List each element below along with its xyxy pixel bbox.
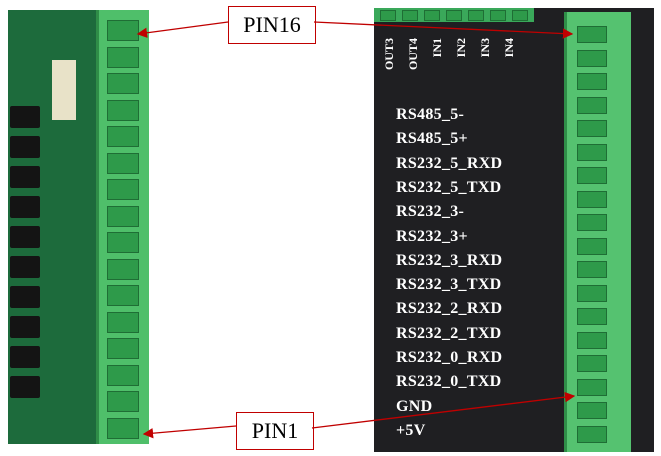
terminal-pin: [107, 391, 139, 412]
signal-label: RS232_3_TXD: [396, 276, 502, 294]
terminal-pin: [577, 73, 607, 90]
signal-label: RS485_5+: [396, 130, 468, 148]
terminal-pin: [577, 284, 607, 302]
terminal-pin: [107, 285, 139, 306]
terminal-block-left: [96, 10, 149, 444]
header-pin: [380, 10, 396, 21]
pcb-photo: [8, 10, 149, 444]
io-label: IN2: [454, 38, 468, 58]
signal-label: RS232_5_TXD: [396, 178, 502, 196]
terminal-pin: [107, 46, 139, 68]
terminal-pin: [577, 378, 607, 396]
terminal-block-right: [564, 12, 631, 452]
signal-label: RS232_2_RXD: [396, 300, 503, 318]
terminal-pin: [107, 126, 139, 147]
pin16-arrow-left: [136, 21, 229, 38]
enclosure-photo: OUT3 OUT4 IN1 IN2 IN3 IN4 RS485_5- RS485_5+ RS2…: [374, 8, 654, 452]
terminal-pin: [577, 425, 607, 443]
terminal-pin: [107, 258, 139, 280]
signal-label: RS232_0_TXD: [396, 373, 502, 391]
signal-label: +5V: [396, 421, 426, 439]
terminal-pin: [107, 338, 139, 359]
pcb-chip: [10, 136, 40, 158]
header-pin: [490, 10, 506, 21]
signal-label: RS232_0_RXD: [396, 349, 503, 366]
terminal-pin: [107, 73, 139, 94]
signal-label: RS485_5-: [396, 106, 465, 123]
pcb-chip: [10, 166, 40, 188]
terminal-pin: [107, 152, 139, 174]
signal-label: RS232_3+: [396, 227, 468, 245]
header-pin: [424, 10, 440, 21]
pin16-callout: PIN16: [228, 6, 316, 44]
terminal-pin: [577, 261, 607, 278]
pcb-chip: [10, 316, 40, 338]
header-pin: [402, 10, 418, 21]
pcb-chip: [10, 286, 40, 308]
signal-label: RS232_5_RXD: [396, 154, 503, 172]
terminal-pin: [577, 167, 607, 184]
pcb-chip: [10, 256, 40, 278]
io-label: OUT4: [406, 38, 420, 71]
signal-label: RS232_2_TXD: [396, 324, 502, 342]
pcb-chip: [10, 196, 40, 218]
terminal-pin: [107, 99, 139, 121]
header-pin: [446, 10, 462, 21]
terminal-pin: [107, 232, 139, 253]
pin1-arrow-left: [142, 425, 237, 439]
terminal-pin: [577, 143, 607, 161]
terminal-pin: [107, 364, 139, 386]
io-label: IN4: [502, 38, 516, 58]
terminal-pin: [577, 96, 607, 114]
terminal-pin: [577, 214, 607, 231]
terminal-pin: [577, 308, 607, 325]
terminal-pin: [107, 179, 139, 200]
header-pin: [468, 10, 484, 21]
signal-label: GND: [396, 397, 433, 415]
io-label: IN3: [478, 38, 492, 58]
pcb-chip: [10, 226, 40, 248]
pcb-label-sticker: [52, 60, 76, 120]
pcb-chip: [10, 106, 40, 128]
io-label: OUT3: [382, 38, 396, 71]
pcb-chip: [10, 346, 40, 368]
terminal-pin: [577, 120, 607, 137]
pin1-callout: PIN1: [236, 412, 314, 450]
terminal-pin: [107, 205, 139, 227]
terminal-pin: [577, 331, 607, 349]
terminal-pin: [577, 26, 607, 43]
terminal-pin: [107, 417, 139, 439]
top-terminal-header: [374, 8, 534, 22]
terminal-pin: [107, 311, 139, 333]
header-pin: [512, 10, 528, 21]
terminal-pin: [577, 402, 607, 419]
terminal-pin: [107, 20, 139, 41]
pcb-chip: [10, 376, 40, 398]
terminal-pin: [577, 190, 607, 208]
io-label: IN1: [430, 38, 444, 58]
terminal-pin: [577, 355, 607, 372]
signal-label: RS232_3-: [396, 203, 465, 221]
terminal-pin: [577, 237, 607, 255]
signal-label: RS232_3_RXD: [396, 251, 503, 269]
terminal-pin: [577, 49, 607, 67]
